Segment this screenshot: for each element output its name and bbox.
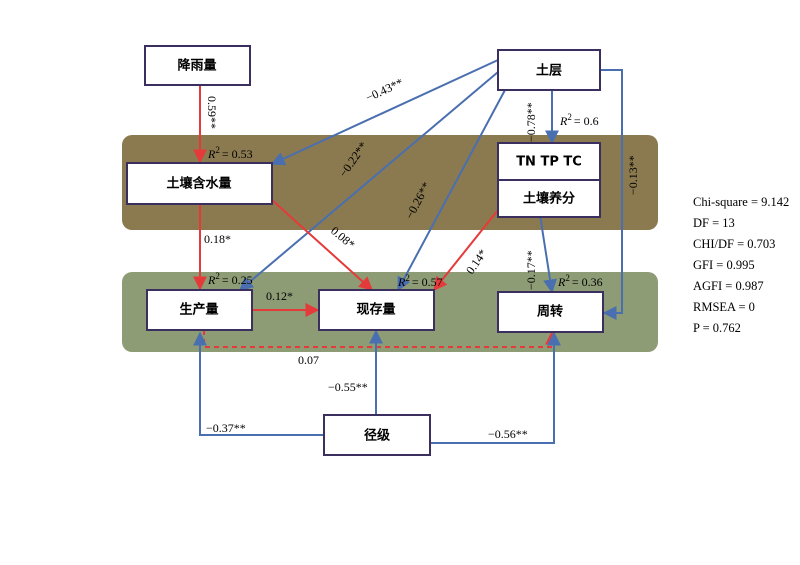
coef-diameter-to-production: −0.37** xyxy=(206,421,246,435)
fit-stat: GFI = 0.995 xyxy=(693,258,755,272)
fit-stat: DF = 13 xyxy=(693,216,735,230)
fit-statistics: Chi-square = 9.142 DF = 13 CHI/DF = 0.70… xyxy=(693,195,789,335)
coef-layer-to-nutrient: −0.78** xyxy=(524,102,538,142)
coef-rain-to-water: 0.59** xyxy=(205,96,219,129)
fit-stat: RMSEA = 0 xyxy=(693,300,755,314)
arrow-layer-to-production xyxy=(238,71,499,291)
r2-production: R2= 0.25 xyxy=(207,271,253,287)
node-soil-layer: 土层 xyxy=(497,49,601,91)
fit-stat: Chi-square = 9.142 xyxy=(693,195,789,209)
fit-stat: P = 0.762 xyxy=(693,321,741,335)
arrow-water-to-stock xyxy=(271,199,374,291)
svg-text:现存量: 现存量 xyxy=(356,302,395,318)
svg-text:径级: 径级 xyxy=(364,428,391,444)
svg-text:降雨量: 降雨量 xyxy=(177,58,216,74)
svg-text:土壤含水量: 土壤含水量 xyxy=(166,176,231,192)
arrow-diameter-to-production xyxy=(193,331,324,436)
fit-stat: AGFI = 0.987 xyxy=(693,279,764,293)
r2-soil-water: R2= 0.53 xyxy=(207,145,253,161)
coef-production-to-turnover: 0.07 xyxy=(298,353,319,367)
coef-production-to-stock: 0.12* xyxy=(266,289,293,303)
node-rain: 降雨量 xyxy=(144,45,251,86)
svg-text:TN TP TC: TN TP TC xyxy=(516,155,582,170)
coef-nutrient-to-turnover: −0.17** xyxy=(524,250,538,290)
r2-soil-nutrient: R2= 0.6 xyxy=(559,112,599,128)
coef-layer-to-turnover: −0.13** xyxy=(626,155,640,195)
arrow-nutrient-to-stock xyxy=(433,209,499,292)
arrow-layer-to-turnover xyxy=(600,69,623,320)
arrow-layer-to-stock xyxy=(397,89,506,292)
node-production: 生产量 xyxy=(146,289,253,331)
node-stock: 现存量 xyxy=(318,289,435,331)
svg-text:生产量: 生产量 xyxy=(179,302,218,318)
coef-diameter-to-stock: −0.55** xyxy=(328,380,368,394)
arrow-diameter-to-turnover xyxy=(430,331,561,444)
node-tn-tp-tc: TN TP TC xyxy=(497,142,601,181)
fit-stat: CHI/DF = 0.703 xyxy=(693,237,775,251)
arrow-layer-to-water xyxy=(270,59,499,166)
coef-diameter-to-turnover: −0.56** xyxy=(488,427,528,441)
svg-text:土层: 土层 xyxy=(536,63,562,79)
arrow-nutrient-to-turnover xyxy=(539,214,557,294)
coef-water-to-production: 0.18* xyxy=(204,232,231,246)
node-turnover: 周转 xyxy=(497,291,604,333)
r2-turnover: R2= 0.36 xyxy=(557,273,603,289)
svg-text:土壤养分: 土壤养分 xyxy=(523,191,575,207)
r2-stock: R2= 0.57 xyxy=(397,273,443,289)
svg-text:周转: 周转 xyxy=(537,304,563,320)
coef-layer-to-water: −0.43** xyxy=(363,75,405,105)
node-soil-nutrient: 土壤养分 xyxy=(497,179,601,218)
node-soil-water: 土壤含水量 xyxy=(126,162,273,205)
node-diameter: 径级 xyxy=(323,414,431,456)
